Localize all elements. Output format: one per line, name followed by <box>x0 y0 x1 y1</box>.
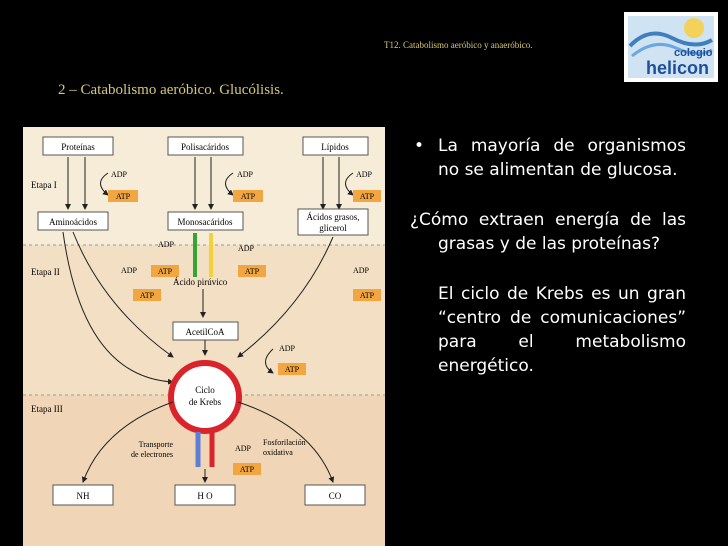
box-nh: NH <box>77 491 90 501</box>
box-proteinas: Proteínas <box>61 142 95 152</box>
slide-text: • La mayoría de organismos no se aliment… <box>410 134 686 378</box>
logo-line2: helicon <box>646 58 709 78</box>
fosforilacion-label-2: oxidativa <box>263 448 293 457</box>
atp-label-1: ATP <box>116 192 131 201</box>
acido-piruvico-label: Ácido pirúvico <box>173 277 228 287</box>
adp-label-7: ADP <box>353 266 370 275</box>
adp-label-2: ADP <box>237 170 254 179</box>
krebs-label-1: Ciclo <box>195 385 215 395</box>
colegio-helicon-logo: colegio helicon <box>624 12 718 82</box>
bullet-mark: • <box>414 136 425 156</box>
box-polisacaridos: Polisacáridos <box>181 142 229 152</box>
paragraph-1-text: La mayoría de organismos no se alimentan… <box>438 136 686 180</box>
logo-line1: colegio <box>674 47 713 59</box>
adp-label-1: ADP <box>111 170 128 179</box>
stage-2-label: Etapa II <box>31 267 60 277</box>
box-acetilcoa: AcetilCoA <box>186 327 225 337</box>
box-h2o: H O <box>197 491 213 501</box>
atp-label-3: ATP <box>360 192 375 201</box>
fosforilacion-label-1: Fosforilación <box>263 438 306 447</box>
krebs-label-2: de Krebs <box>189 397 222 407</box>
stage-3-label: Etapa III <box>31 404 63 414</box>
adp-label-3: ADP <box>356 170 373 179</box>
section-title: 2 – Catabolismo aeróbico. Glucólisis. <box>58 82 284 98</box>
atp-label-9: ATP <box>240 465 255 474</box>
box-glicerol: glicerol <box>319 223 347 233</box>
transporte-label-2: de electrones <box>131 450 173 459</box>
paragraph-3: El ciclo de Krebs es un gran “centro de … <box>438 284 686 376</box>
adp-label-9: ADP <box>235 444 252 453</box>
atp-label-7: ATP <box>360 291 375 300</box>
box-monosacaridos: Monosacáridos <box>178 217 233 227</box>
transporte-label-1: Transporte <box>139 440 174 449</box>
adp-label-8: ADP <box>279 344 296 353</box>
paragraph-2: ¿Cómo extraen energía de las grasas y de… <box>410 210 686 254</box>
atp-label-4: ATP <box>158 267 173 276</box>
box-lipidos: Lípidos <box>321 142 349 152</box>
atp-label-2: ATP <box>241 192 256 201</box>
adp-label-5: ADP <box>238 244 255 253</box>
atp-label-6: ATP <box>140 291 155 300</box>
atp-label-8: ATP <box>285 365 300 374</box>
atp-label-5: ATP <box>245 267 260 276</box>
adp-label-6: ADP <box>121 266 138 275</box>
adp-label-4: ADP <box>158 240 175 249</box>
catabolism-diagram: Etapa I Etapa II Etapa III Proteínas Pol… <box>23 127 385 546</box>
box-aminoacidos: Aminoácidos <box>49 217 97 227</box>
stage-1-label: Etapa I <box>31 180 57 190</box>
header-title: T12. Catabolismo aeróbico y anaeróbico. <box>384 40 533 50</box>
box-co2: CO <box>329 491 342 501</box>
bullet-paragraph-1: • La mayoría de organismos no se aliment… <box>410 134 686 182</box>
box-acidos-grasos: Ácidos grasos, <box>307 212 360 222</box>
